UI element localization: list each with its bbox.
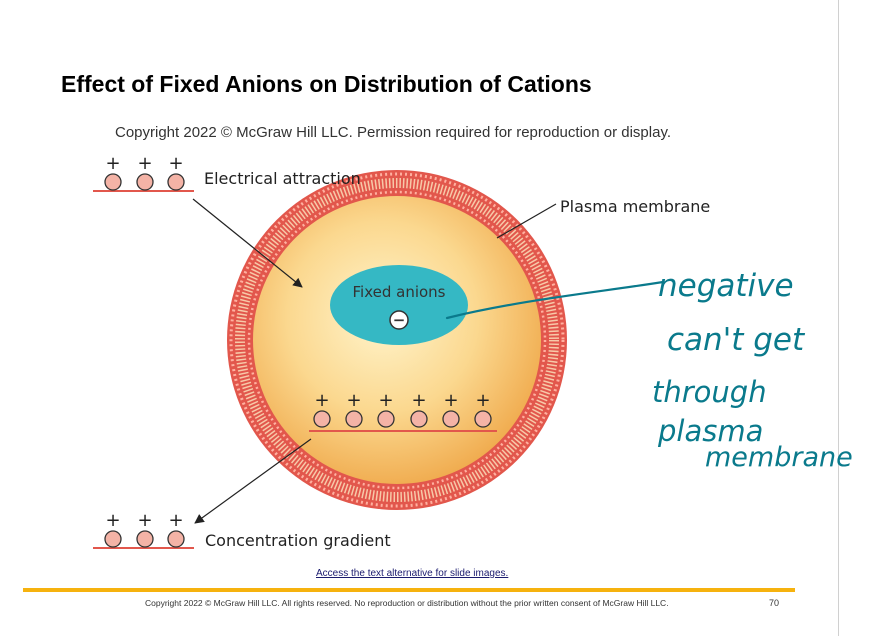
- plasma-membrane-label: Plasma membrane: [560, 197, 710, 216]
- slide-title: Effect of Fixed Anions on Distribution o…: [61, 71, 592, 97]
- cation-ion: [474, 410, 492, 428]
- plus-charge: +: [168, 510, 183, 531]
- concentration-gradient-label: Concentration gradient: [205, 531, 391, 550]
- plus-charge: +: [411, 390, 426, 411]
- cation-ion: [442, 410, 460, 428]
- concentration-gradient-arrow: [194, 438, 312, 524]
- footer-copyright: Copyright 2022 © McGraw Hill LLC. All ri…: [145, 598, 669, 608]
- plus-charge: +: [137, 510, 152, 531]
- cation-ion: [410, 410, 428, 428]
- plus-charge: +: [314, 390, 329, 411]
- annotation-line-2: can't get: [667, 322, 806, 358]
- electrical-attraction-arrow: [192, 198, 303, 288]
- plus-charge: +: [168, 153, 183, 174]
- plus-charge: +: [137, 153, 152, 174]
- cation-ion: [136, 173, 154, 191]
- cation-ion: [136, 530, 154, 548]
- anion-symbol: −: [389, 310, 409, 330]
- plus-charge: +: [378, 390, 393, 411]
- cation-ion: [167, 530, 185, 548]
- plus-charge: +: [475, 390, 490, 411]
- cation-ion: [167, 173, 185, 191]
- cation-ion: [104, 173, 122, 191]
- fixed-anions-label: Fixed anions: [352, 283, 445, 301]
- slide: Effect of Fixed Anions on Distribution o…: [23, 0, 853, 636]
- svg-text:−: −: [393, 311, 406, 329]
- cations-top: + + +: [93, 153, 194, 192]
- text-alternative-link[interactable]: Access the text alternative for slide im…: [316, 568, 509, 579]
- fixed-anions-region: [330, 265, 468, 345]
- annotation-line-5: membrane: [705, 442, 853, 473]
- plasma-membrane-dots: [229, 172, 565, 508]
- plasma-membrane-tails: [235, 178, 559, 502]
- footer-bar: [23, 588, 795, 592]
- handwritten-annotation: negative can't get through plasma membra…: [445, 268, 853, 473]
- cations-bottom: + + +: [93, 510, 194, 549]
- cation-ion: [345, 410, 363, 428]
- annotation-line-3: through: [652, 375, 767, 409]
- electrical-attraction-label: Electrical attraction: [204, 169, 361, 188]
- annotation-line-4: plasma: [657, 414, 763, 448]
- plus-charge: +: [105, 510, 120, 531]
- plus-charge: +: [105, 153, 120, 174]
- cation-ion: [313, 410, 331, 428]
- plasma-membrane-inner-dots: [247, 190, 547, 490]
- cation-ion: [377, 410, 395, 428]
- copyright-notice: Copyright 2022 © McGraw Hill LLC. Permis…: [115, 124, 672, 141]
- cation-ion: [104, 530, 122, 548]
- plasma-membrane-leader: [496, 203, 557, 239]
- annotation-leader-line: [445, 280, 665, 320]
- plus-charge: +: [346, 390, 361, 411]
- plus-charge: +: [443, 390, 458, 411]
- page-number: 70: [769, 598, 780, 608]
- annotation-line-1: negative: [658, 268, 794, 304]
- cations-inside: + + + + + +: [309, 390, 497, 432]
